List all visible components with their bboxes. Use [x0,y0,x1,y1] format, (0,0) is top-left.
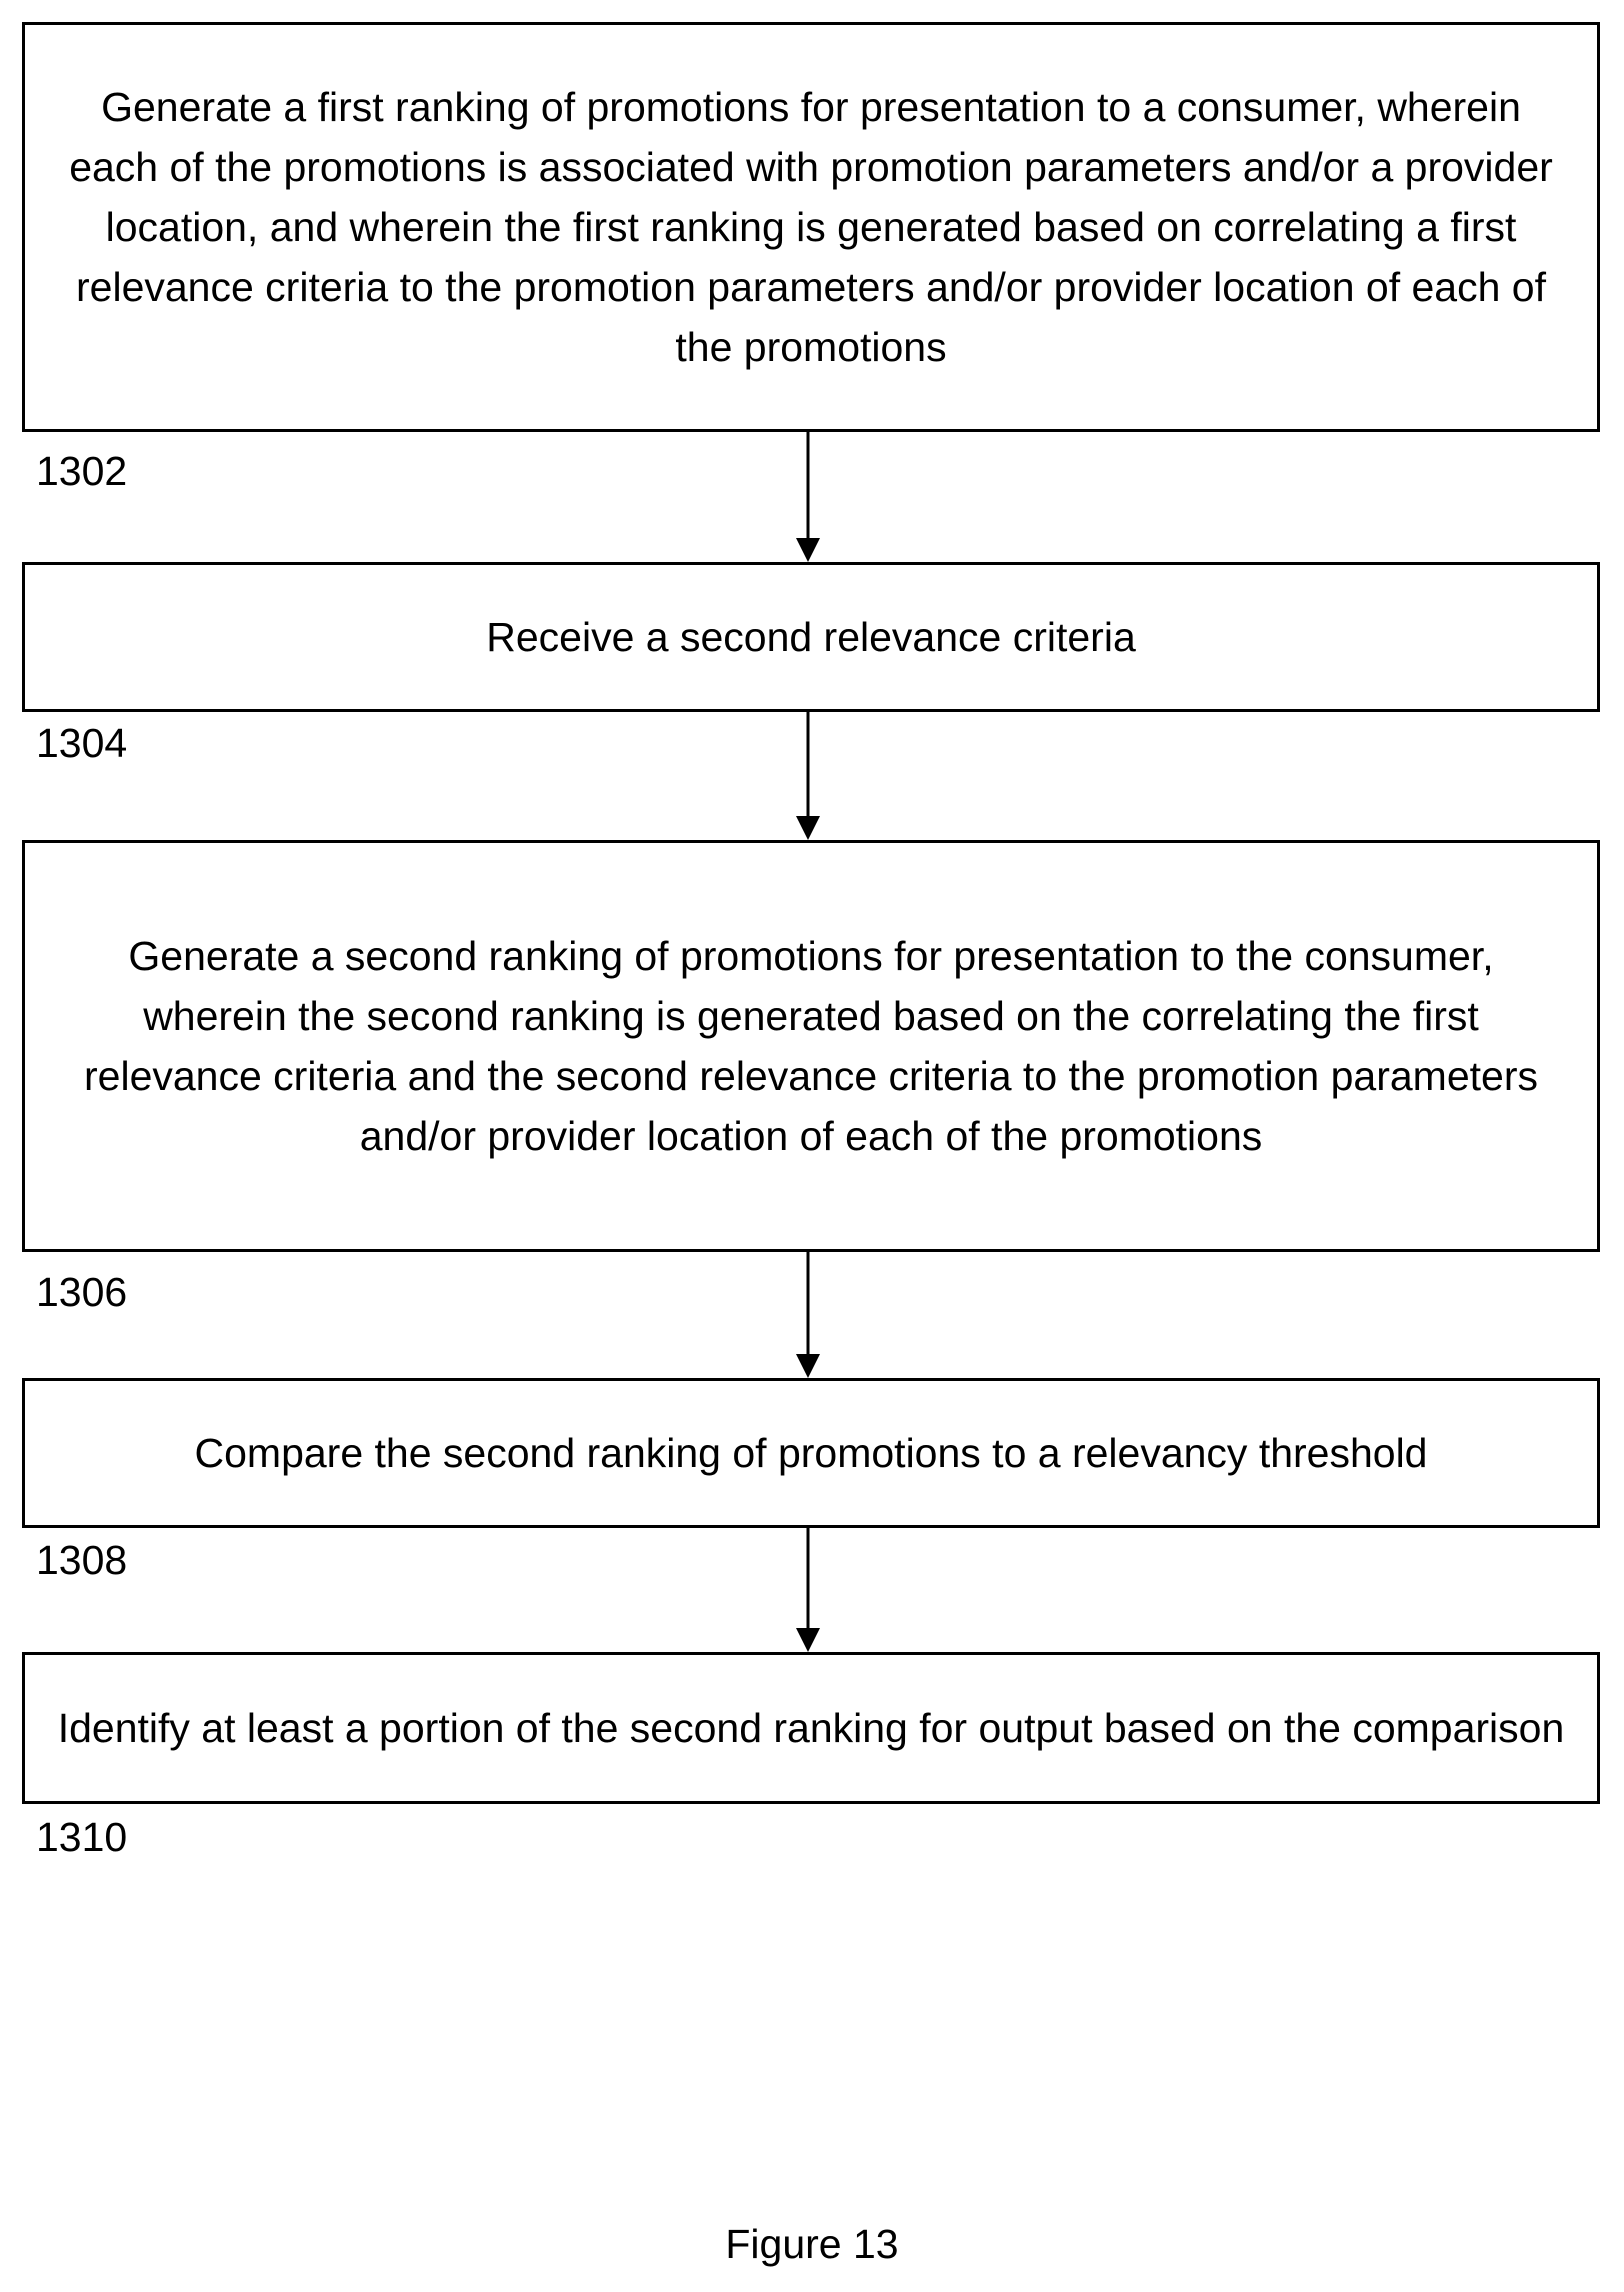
step-ref-1304: 1304 [36,719,127,767]
step-text-1304: Receive a second relevance criteria [486,607,1136,667]
step-box-1302: Generate a first ranking of promotions f… [22,22,1600,432]
step-box-1306: Generate a second ranking of promotions … [22,840,1600,1252]
step-text-1308: Compare the second ranking of promotions… [195,1423,1428,1483]
step-text-1302: Generate a first ranking of promotions f… [51,77,1571,377]
arrow-1304-to-1306 [796,712,820,840]
step-box-1304: Receive a second relevance criteria [22,562,1600,712]
step-box-1308: Compare the second ranking of promotions… [22,1378,1600,1528]
step-text-1310: Identify at least a portion of the secon… [58,1698,1565,1758]
step-ref-1308: 1308 [36,1536,127,1584]
arrow-1306-to-1308 [796,1252,820,1378]
arrow-1308-to-1310 [796,1528,820,1652]
figure-caption: Figure 13 [0,2220,1624,2268]
step-ref-1302: 1302 [36,447,127,495]
step-text-1306: Generate a second ranking of promotions … [51,926,1571,1166]
step-box-1310: Identify at least a portion of the secon… [22,1652,1600,1804]
arrow-1302-to-1304 [796,432,820,562]
step-ref-1306: 1306 [36,1268,127,1316]
step-ref-1310: 1310 [36,1813,127,1861]
